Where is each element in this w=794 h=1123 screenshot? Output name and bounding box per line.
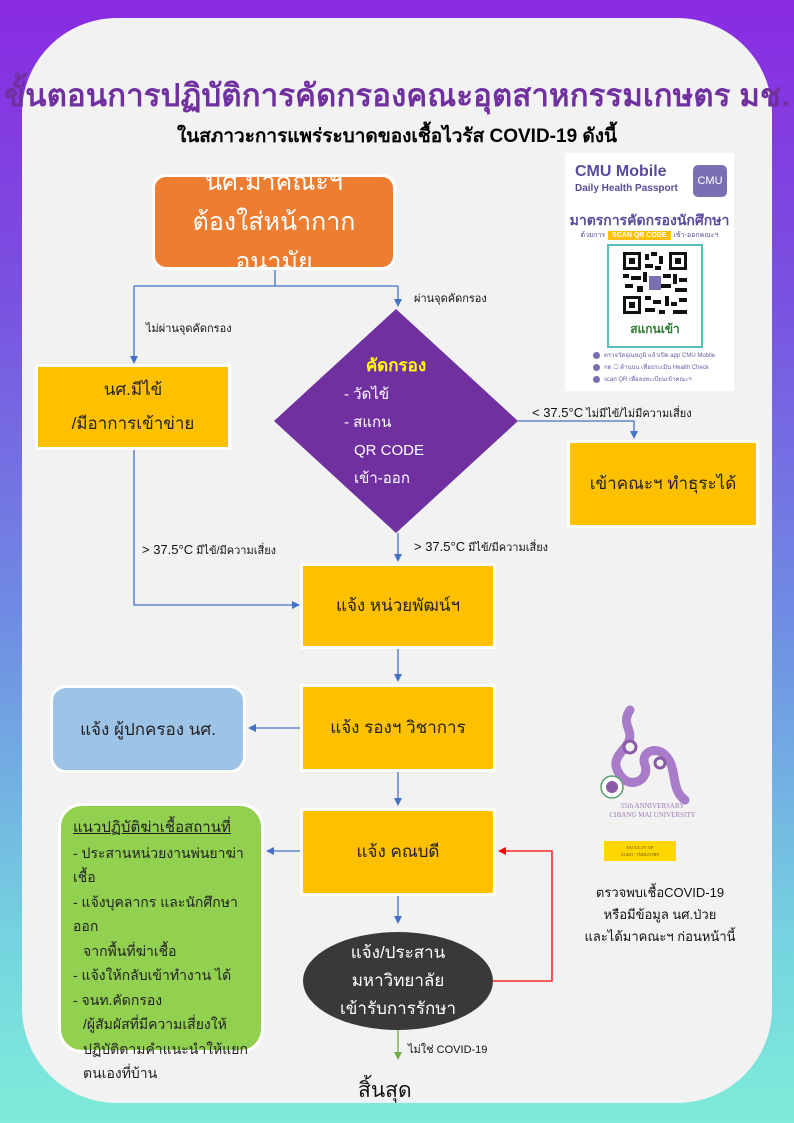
faculty-badge: FACULTY OF AGRO - INDUSTRY [604, 841, 676, 861]
screening-node: คัดกรอง - วัดไข้ - สแกน QR CODE เข้า-ออก [274, 309, 518, 533]
fever-line-2: /มีอาการเข้าข่าย [71, 414, 195, 433]
cmu-logo-icon: CMU [693, 165, 727, 197]
fever-node: นศ.มีไข้ /มีอาการเข้าข่าย [35, 364, 231, 450]
label-high-mid-temp: > 37.5°C [414, 539, 466, 554]
screening-title: คัดกรอง [365, 356, 427, 375]
notify-dean-node: แจ้ง คณบดี [300, 808, 496, 896]
university-node: แจ้ง/ประสาน มหาวิทยาลัย เข้ารับการรักษา [303, 932, 493, 1030]
enter-faculty-node: เข้าคณะฯ ทำธุระได้ [567, 440, 759, 528]
start-line-1: นศ.มาคณะฯ [205, 168, 343, 196]
label-normal-temp: < 37.5°C [532, 405, 584, 420]
anniversary-text: 55th ANNIVERSARY CHIANG MAI UNIVERSITY [590, 802, 715, 820]
cmu-step-text: scan QR เพื่อลงทะเบียนเข้าคณะฯ [604, 377, 692, 383]
note-line-3: และได้มาคณะฯ ก่อนหน้านี้ [584, 929, 736, 944]
page-subtitle: ในสภาวะการแพร่ระบาดของเชื้อไวรัส COVID-1… [176, 126, 618, 147]
enter-faculty-label: เข้าคณะฯ ทำธุระได้ [589, 474, 737, 493]
cmu-subtitle: Daily Health Passport [575, 183, 678, 194]
cmu-title: CMU Mobile [575, 163, 667, 180]
cmu-step: กด ☐ ด้านบน เพื่อประเมิน Health Check [593, 362, 709, 372]
step-number-icon [593, 375, 600, 383]
scan-qr-badge: SCAN QR CODE [608, 231, 671, 240]
qr-code-icon [623, 252, 687, 314]
disinfect-heading: แนวปฏิบัติฆ่าเชื้อสถานที่ [73, 819, 231, 836]
anniversary-line-2: CHIANG MAI UNIVERSITY [609, 811, 696, 819]
label-high-left-temp: > 37.5°C [142, 542, 194, 557]
label-high-left: > 37.5°C มีไข้/มีความเสี่ยง [142, 541, 276, 559]
step-number-icon [593, 363, 600, 371]
cmu-passport-card: CMU Mobile Daily Health Passport CMU มาต… [565, 153, 734, 391]
screening-diamond [274, 309, 518, 533]
cmu-step-text: กด ☐ ด้านบน เพื่อประเมิน Health Check [604, 365, 709, 371]
university-line-1: แจ้ง/ประสาน [350, 943, 446, 962]
faculty-badge-line-1: FACULTY OF [626, 845, 654, 850]
screening-line: QR CODE [354, 442, 425, 459]
cmu-by-prefix: ด้วยการ [580, 232, 606, 239]
screening-line: - สแกน [344, 414, 392, 431]
label-fail: ไม่ผ่านจุดคัดกรอง [146, 323, 232, 335]
covid-found-note: ตรวจพบเชื้อCOVID-19 หรือมีข้อมูล นศ.ป่วย… [555, 882, 765, 948]
notify-dev-label: แจ้ง หน่วยพัฒน์ฯ [335, 596, 460, 615]
page-title: ขั้นตอนการปฏิบัติการคัดกรองคณะอุตสาหกรรม… [3, 78, 791, 113]
cmu-step-text: ตรวจวัดอุณหภูมิ แล้วเปิด app CMU Mobile [604, 353, 715, 359]
notify-parent-node: แจ้ง ผู้ปกครอง นศ. [50, 685, 246, 773]
qr-code-frame: สแกนเข้า [607, 244, 703, 348]
screening-line: - วัดไข้ [344, 386, 390, 403]
disinfect-item: /ผู้สัมผัสที่มีความเสี่ยงให้ [83, 1016, 227, 1032]
edge-start-split [134, 270, 398, 287]
label-high-left-note: มีไข้/มีความเสี่ยง [196, 545, 277, 557]
anniversary-line-1: 55th ANNIVERSARY [620, 802, 685, 810]
edge-screening-to-enter [518, 420, 638, 439]
notify-vice-node: แจ้ง รองฯ วิชาการ [300, 684, 496, 772]
fever-line-1: นศ.มีไข้ [103, 380, 163, 399]
cmu-measure: มาตรการคัดกรองนักศึกษา [569, 212, 730, 228]
qr-caption: สแกนเข้า [630, 322, 680, 336]
screening-line: เข้า-ออก [354, 470, 410, 487]
cmu-step: scan QR เพื่อลงทะเบียนเข้าคณะฯ [593, 374, 692, 384]
edge-fever-to-dev [133, 450, 300, 609]
disinfect-item: - จนท.คัดกรอง [73, 991, 163, 1008]
anniversary-logo: 55th ANNIVERSARY CHIANG MAI UNIVERSITY F… [590, 705, 710, 865]
note-line-1: ตรวจพบเชื้อCOVID-19 [595, 885, 725, 900]
disinfect-item: ปฏิบัติตามคำแนะนำให้แยก [83, 1040, 248, 1057]
disinfect-node: แนวปฏิบัติฆ่าเชื้อสถานที่ - ประสานหน่วยง… [58, 803, 264, 1081]
label-not-covid: ไม่ใช่ COVID-19 [408, 1044, 488, 1056]
edge-covid-loop [493, 847, 553, 982]
notify-dev-node: แจ้ง หน่วยพัฒน์ฯ [300, 563, 496, 649]
start-line-2: ต้องใส่หน้ากากอนามัย [192, 208, 356, 276]
label-high-mid: > 37.5°C มีไข้/มีความเสี่ยง [414, 538, 548, 556]
university-line-2: มหาวิทยาลัย [351, 971, 445, 990]
disinfect-item: - แจ้งให้กลับเข้าทำงาน ได้ [73, 967, 232, 983]
label-high-mid-note: มีไข้/มีความเสี่ยง [468, 542, 549, 554]
disinfect-item: - ประสานหน่วยงานพ่นยาฆ่าเชื้อ [73, 844, 244, 886]
university-line-3: เข้ารับการรักษา [339, 999, 457, 1018]
notify-parent-label: แจ้ง ผู้ปกครอง นศ. [80, 719, 216, 739]
note-line-2: หรือมีข้อมูล นศ.ป่วย [603, 907, 717, 922]
disinfect-item: - แจ้งบุคลากร และนักศึกษาออก [73, 893, 238, 935]
thai-55-emblem-icon [600, 705, 690, 805]
start-node: นศ.มาคณะฯ ต้องใส่หน้ากากอนามัย [152, 168, 396, 276]
disinfect-item: จากพื้นที่ฆ่าเชื้อ [83, 942, 177, 959]
step-number-icon [593, 351, 600, 359]
cmu-step: ตรวจวัดอุณหภูมิ แล้วเปิด app CMU Mobile [593, 350, 715, 360]
label-normal: < 37.5°C ไม่มีไข้/ไม่มีความเสี่ยง [532, 404, 692, 422]
end-node: สิ้นสุด [358, 1079, 412, 1102]
notify-vice-label: แจ้ง รองฯ วิชาการ [330, 718, 466, 737]
cmu-by-suffix: เข้า-ออกคณะฯ [673, 232, 719, 239]
disinfect-item: ตนเองที่บ้าน [83, 1065, 158, 1081]
label-normal-note: ไม่มีไข้/ไม่มีความเสี่ยง [586, 408, 692, 420]
notify-dean-label: แจ้ง คณบดี [356, 842, 440, 861]
faculty-badge-line-2: AGRO - INDUSTRY [620, 852, 660, 857]
label-pass: ผ่านจุดคัดกรอง [414, 293, 487, 305]
